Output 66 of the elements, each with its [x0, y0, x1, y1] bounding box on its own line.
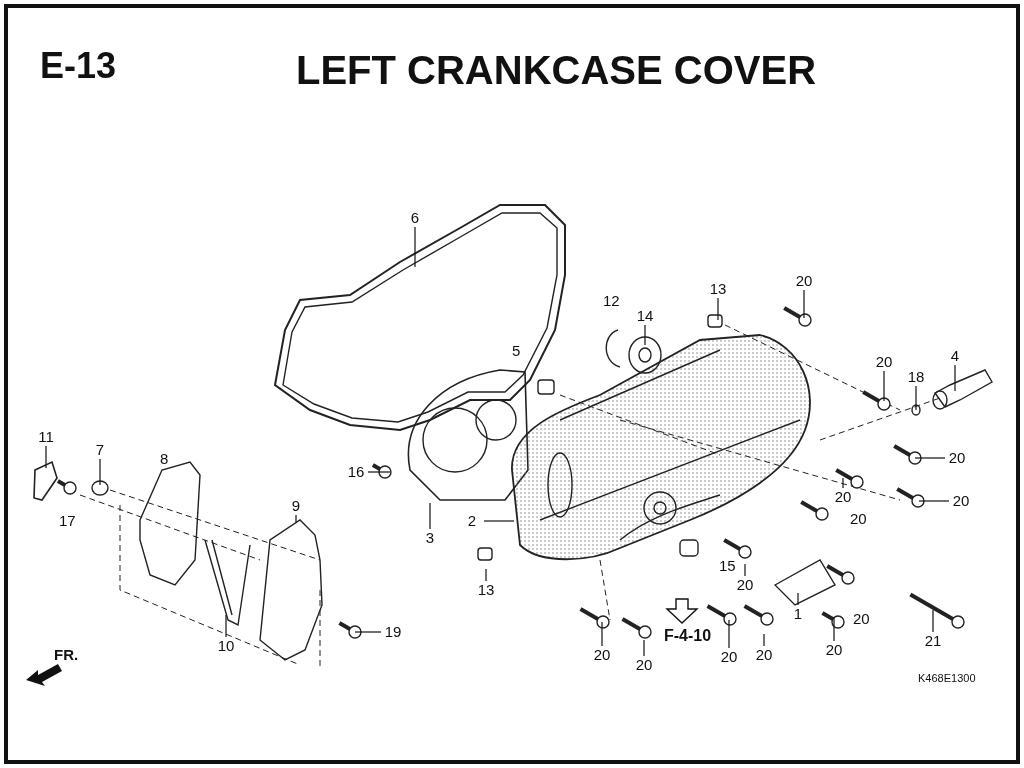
leader-line [644, 324, 646, 346]
callout-number: 20 [792, 272, 816, 290]
callout-number: 19 [381, 623, 405, 641]
leader-line [763, 633, 765, 647]
callout-number: 13 [474, 581, 498, 599]
callout-number: 2 [460, 512, 484, 530]
callout-number: 20 [945, 449, 969, 467]
callout-number: 20 [853, 611, 870, 626]
callout-number: 20 [872, 353, 896, 371]
leader-line [932, 609, 934, 633]
callout-number: 8 [160, 451, 169, 466]
leader-line [429, 502, 431, 530]
leader-line [99, 458, 101, 486]
callout-number: 11 [34, 428, 58, 446]
callout-number: 20 [717, 648, 741, 666]
leader-line [225, 614, 227, 638]
callout-number: 10 [214, 637, 238, 655]
page-title: LEFT CRANKCASE COVER [296, 50, 817, 90]
callout-number: 6 [403, 209, 427, 227]
callout-number: 1 [786, 605, 810, 623]
callout-number: 20 [590, 646, 614, 664]
leader-line [914, 457, 946, 459]
leader-line [483, 520, 515, 522]
leader-line [643, 639, 645, 657]
callout-number: 16 [344, 463, 368, 481]
callout-number: 21 [921, 632, 945, 650]
leader-line [354, 631, 382, 633]
callout-number: 15 [719, 558, 736, 573]
callout-number: 3 [418, 529, 442, 547]
callout-number: 17 [59, 513, 76, 528]
callout-number: 20 [822, 641, 846, 659]
leader-line [728, 619, 730, 649]
leader-line [717, 297, 719, 321]
leader-line [918, 500, 950, 502]
leader-line [45, 445, 47, 469]
leader-line [803, 289, 805, 319]
leader-line [797, 592, 799, 606]
callout-number: 9 [284, 497, 308, 515]
leader-line [954, 364, 956, 392]
callout-number: 12 [603, 293, 620, 308]
callout-number: 20 [831, 488, 855, 506]
drawing-code: K468E1300 [918, 673, 976, 684]
section-code: E-13 [40, 48, 117, 84]
leader-line [414, 226, 416, 268]
callout-number: 18 [904, 368, 928, 386]
leader-line [915, 385, 917, 411]
callout-number: 14 [633, 307, 657, 325]
reference-code: F-4-10 [664, 628, 712, 644]
callout-number: 4 [943, 347, 967, 365]
front-mark: FR. [54, 647, 79, 662]
callout-number: 13 [706, 280, 730, 298]
leader-line [367, 471, 391, 473]
leader-line [883, 370, 885, 402]
callout-number: 20 [733, 576, 757, 594]
callout-number: 5 [512, 343, 521, 358]
callout-number: 7 [88, 441, 112, 459]
callout-number: 20 [752, 646, 776, 664]
leader-line [485, 568, 487, 582]
callout-number: 20 [850, 511, 867, 526]
callout-number: 20 [632, 656, 656, 674]
leader-line [842, 477, 844, 489]
leader-line [295, 514, 297, 524]
leader-line [744, 563, 746, 577]
callout-number: 20 [949, 492, 973, 510]
leader-line [601, 621, 603, 647]
leader-line [833, 616, 835, 642]
